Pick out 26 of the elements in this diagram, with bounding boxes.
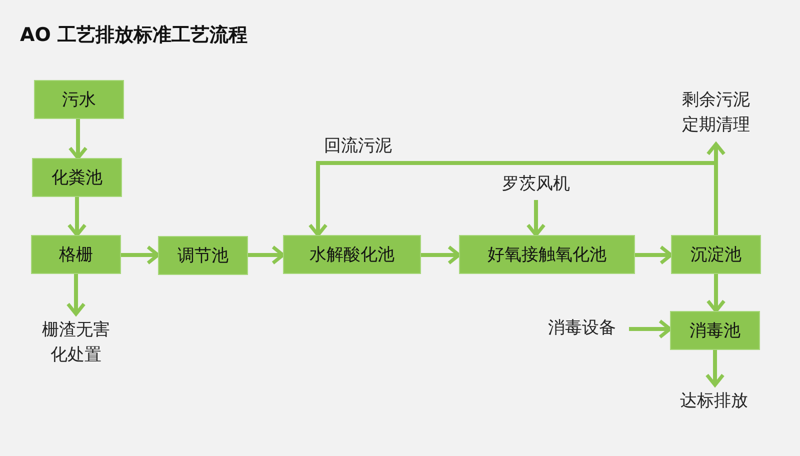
process-box: 水解酸化池 <box>283 235 421 274</box>
process-box: 调节池 <box>158 236 248 275</box>
flow-arrow <box>705 350 725 387</box>
flow-arrow <box>248 245 285 265</box>
flow-arrow <box>66 274 86 316</box>
process-text: 达标排放 <box>672 389 756 415</box>
process-box: 格栅 <box>31 235 121 274</box>
process-box: 消毒池 <box>670 311 760 350</box>
process-box: 沉淀池 <box>671 235 761 274</box>
flow-arrow <box>308 161 718 237</box>
flow-arrow <box>68 119 88 160</box>
flow-arrow <box>421 245 461 265</box>
flow-arrow <box>121 245 160 265</box>
process-box: 好氧接触氧化池 <box>459 235 635 274</box>
process-text: 消毒设备 <box>539 316 625 342</box>
flow-arrow <box>635 245 673 265</box>
process-box: 化粪池 <box>32 158 122 197</box>
diagram-title: AO 工艺排放标准工艺流程 <box>20 23 248 48</box>
flow-arrow <box>629 319 672 339</box>
process-text: 罗茨风机 <box>493 172 579 196</box>
process-text: 剩余污泥定期清理 <box>674 88 758 140</box>
process-box: 污水 <box>34 80 124 119</box>
flow-arrow <box>67 197 87 237</box>
flow-arrow <box>706 274 726 313</box>
flow-arrow <box>526 200 546 237</box>
process-text: 栅渣无害化处置 <box>34 318 118 372</box>
